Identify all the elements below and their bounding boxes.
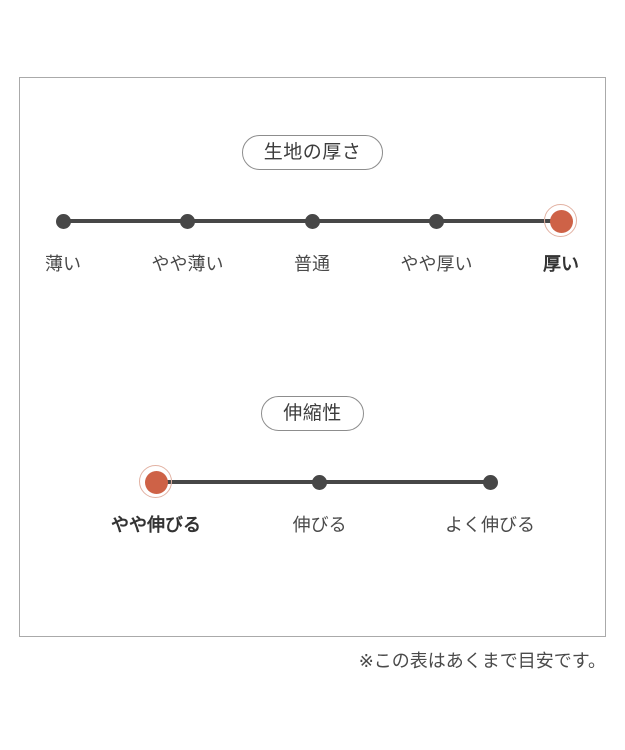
thickness-label-4: 厚い [543, 254, 579, 274]
thickness-label-2: 普通 [294, 254, 330, 274]
section-thickness: 生地の厚さ [20, 135, 605, 281]
stretch-scale [20, 464, 605, 500]
stretch-scale-track-area [139, 464, 498, 500]
scale-dot-icon [312, 474, 328, 490]
stretch-label-1: 伸びる [292, 515, 347, 535]
scale-dot-icon [429, 213, 444, 229]
thickness-scale-track-area [55, 203, 577, 239]
selection-ring-icon [139, 465, 172, 498]
scale-dot-icon [144, 470, 168, 494]
stretch-labels-area: やや伸びる 伸びる よく伸びる [111, 512, 535, 542]
selection-ring-icon [544, 204, 577, 237]
stretch-label-2: よく伸びる [445, 515, 535, 535]
thickness-labels: 薄い やや薄い 普通 やや厚い 厚い [20, 251, 605, 281]
section-thickness-title-row: 生地の厚さ [20, 135, 605, 170]
thickness-label-3: やや厚い [400, 254, 473, 274]
stretch-label-0: やや伸びる [111, 515, 201, 535]
scale-dot-icon [549, 209, 573, 233]
thickness-scale [20, 203, 605, 239]
thickness-labels-area: 薄い やや薄い 普通 やや厚い 厚い [45, 251, 579, 281]
section-thickness-title: 生地の厚さ [241, 135, 384, 170]
spec-panel: 生地の厚さ [19, 77, 606, 637]
stretch-labels: やや伸びる 伸びる よく伸びる [20, 512, 605, 542]
thickness-label-1: やや薄い [151, 254, 224, 274]
section-stretch-title: 伸縮性 [261, 396, 364, 431]
section-stretch: 伸縮性 やや伸びる 伸 [20, 396, 605, 542]
scale-dot-icon [55, 213, 71, 229]
footnote-disclaimer: ※この表はあくまで目安です。 [358, 651, 606, 671]
scale-dot-icon [180, 213, 195, 229]
scale-dot-icon [304, 213, 320, 229]
scale-dot-icon [482, 474, 498, 490]
thickness-label-0: 薄い [45, 254, 81, 274]
section-stretch-title-row: 伸縮性 [20, 396, 605, 431]
